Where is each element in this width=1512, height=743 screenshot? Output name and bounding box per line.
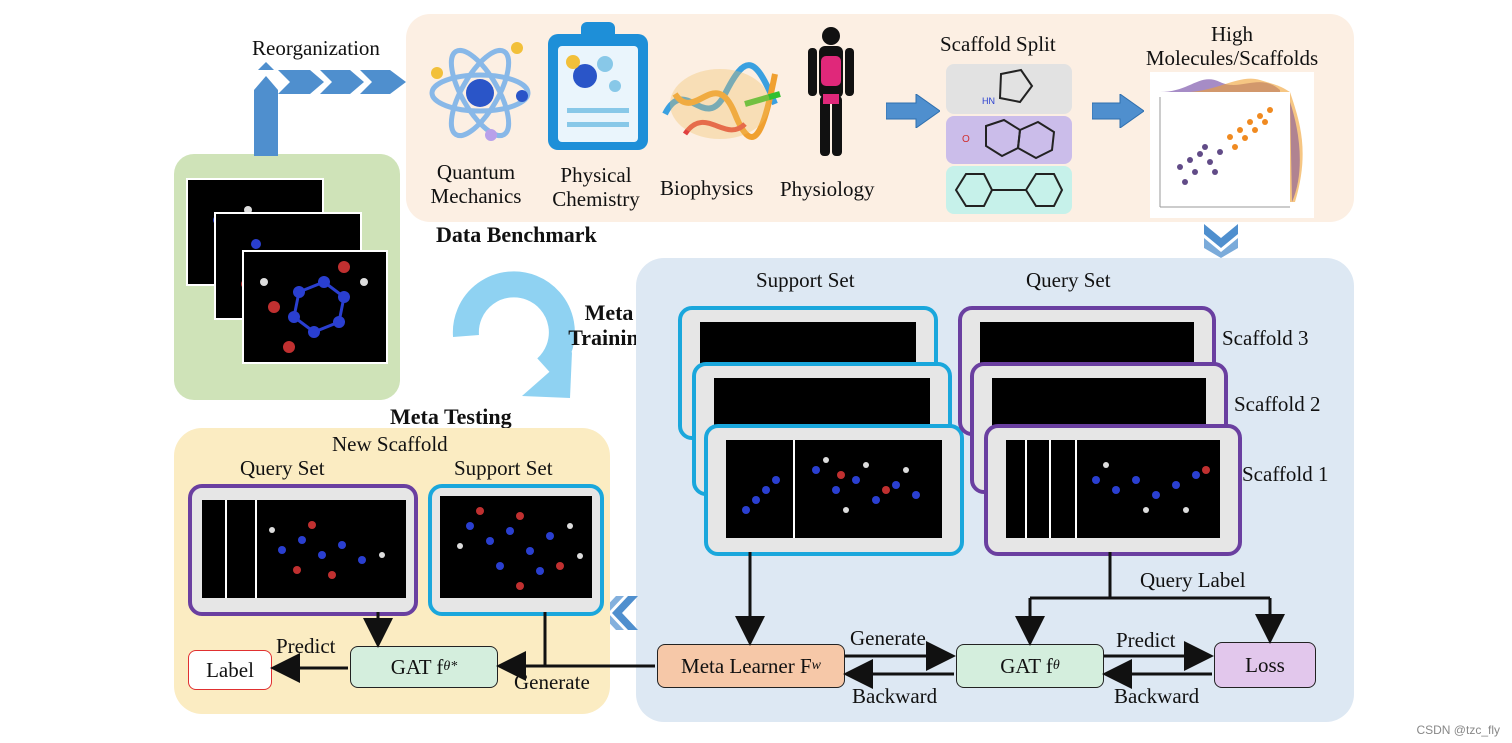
- loss-label: Loss: [1245, 652, 1285, 677]
- scaffold-card-benzanilide: [946, 166, 1072, 214]
- right-arrow: [886, 94, 940, 128]
- down-chevron-icon: [1204, 224, 1238, 258]
- watermark: CSDN @tzc_fly: [1416, 723, 1500, 737]
- gat-training-label: GAT f: [1000, 653, 1053, 678]
- meta-learner-subscript: w: [811, 658, 821, 673]
- generate-label: Generate: [850, 626, 926, 650]
- gat-testing-label: GAT f: [390, 654, 444, 679]
- scatter-plot-icon: [1150, 72, 1314, 218]
- scaffold-split-label: Scaffold Split: [940, 32, 1056, 56]
- data-benchmark-label: Data Benchmark: [436, 222, 597, 247]
- label-box-text: Label: [206, 657, 254, 682]
- scaffold-2-label: Scaffold 2: [1234, 392, 1321, 416]
- category-biophysics: Biophysics: [660, 176, 754, 200]
- human-body-icon: [808, 27, 854, 156]
- query-label-text: Query Label: [1140, 568, 1246, 592]
- right-arrow: [1092, 94, 1144, 128]
- svg-text:O: O: [962, 134, 970, 145]
- scaffold-card-quinolinone: O: [946, 116, 1072, 164]
- left-chevron-icon: [608, 596, 638, 630]
- gat-testing-subscript: θ*: [443, 659, 458, 674]
- predict-label: Predict: [1116, 628, 1176, 652]
- testing-query-card: [188, 484, 418, 616]
- scaffold-card-pyrrole: HN: [946, 64, 1072, 114]
- atom-icon: [429, 42, 531, 141]
- label-box: Label: [188, 650, 272, 690]
- support-set-card: [704, 424, 964, 556]
- meta-testing-label: Meta Testing: [390, 404, 512, 429]
- training-support-set-label: Support Set: [756, 268, 855, 292]
- loss-box: Loss: [1214, 642, 1316, 688]
- gat-training-subscript: θ: [1052, 658, 1060, 673]
- high-molecules-label: High Molecules/Scaffolds: [1145, 22, 1319, 71]
- category-physical-chemistry: Physical Chemistry: [552, 163, 640, 212]
- testing-support-set-label: Support Set: [454, 456, 553, 480]
- testing-support-card: [428, 484, 604, 616]
- category-quantum-mechanics: Quantum Mechanics: [430, 160, 522, 209]
- reorganization-arrow: [254, 62, 406, 156]
- molecule-image: [242, 250, 388, 364]
- meta-learner-label: Meta Learner F: [681, 653, 812, 678]
- training-query-set-label: Query Set: [1026, 268, 1111, 292]
- reorganization-label: Reorganization: [252, 36, 380, 60]
- scaffold-3-label: Scaffold 3: [1222, 326, 1309, 350]
- category-physiology: Physiology: [780, 177, 875, 201]
- protein-icon: [662, 62, 781, 140]
- cycle-arrow: [452, 271, 575, 398]
- svg-text:HN: HN: [982, 96, 995, 106]
- clipboard-icon: [548, 22, 648, 150]
- testing-query-set-label: Query Set: [240, 456, 325, 480]
- new-scaffold-label: New Scaffold: [332, 432, 448, 456]
- scaffold-1-label: Scaffold 1: [1242, 462, 1329, 486]
- testing-generate-label: Generate: [514, 670, 590, 694]
- query-set-card-scaffold-1: [984, 424, 1242, 556]
